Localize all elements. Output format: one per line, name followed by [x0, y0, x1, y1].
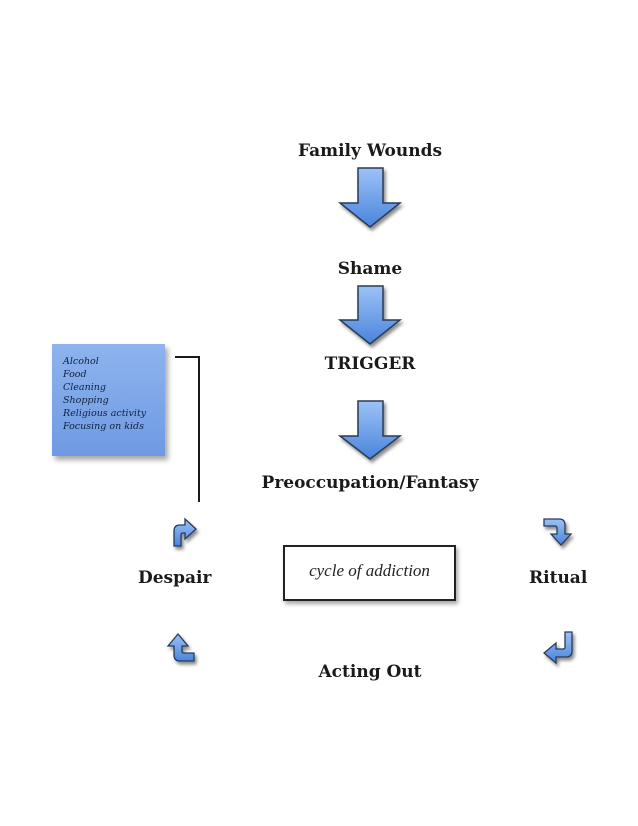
coping-list-item: Cleaning — [63, 382, 106, 393]
down-arrow-icon — [337, 285, 403, 345]
curved-arrow-icon — [543, 518, 573, 546]
curved-arrow-icon — [166, 632, 195, 662]
node-acting-out: Acting Out — [318, 662, 422, 682]
node-preoccupation: Preoccupation/Fantasy — [261, 473, 479, 493]
down-arrow-icon — [337, 167, 403, 228]
coping-list-item: Focusing on kids — [63, 421, 144, 432]
coping-list-item: Shopping — [63, 395, 109, 406]
coping-list-item: Religious activity — [63, 408, 147, 419]
node-despair: Despair — [138, 568, 212, 588]
coping-list: Alcohol Food Cleaning Shopping Religious… — [63, 355, 165, 433]
connector-line — [175, 356, 200, 502]
coping-list-item: Food — [63, 369, 87, 380]
cycle-label: cycle of addiction — [309, 561, 430, 580]
down-arrow-icon — [337, 400, 403, 460]
coping-list-item: Alcohol — [63, 356, 99, 367]
curved-arrow-icon — [173, 517, 197, 547]
node-family-wounds: Family Wounds — [297, 141, 443, 161]
node-shame: Shame — [337, 259, 403, 279]
coping-list-box: Alcohol Food Cleaning Shopping Religious… — [52, 344, 165, 456]
node-ritual: Ritual — [529, 568, 588, 588]
node-trigger: TRIGGER — [324, 354, 416, 374]
curved-arrow-icon — [542, 631, 573, 665]
cycle-label-box: cycle of addiction — [283, 545, 456, 601]
